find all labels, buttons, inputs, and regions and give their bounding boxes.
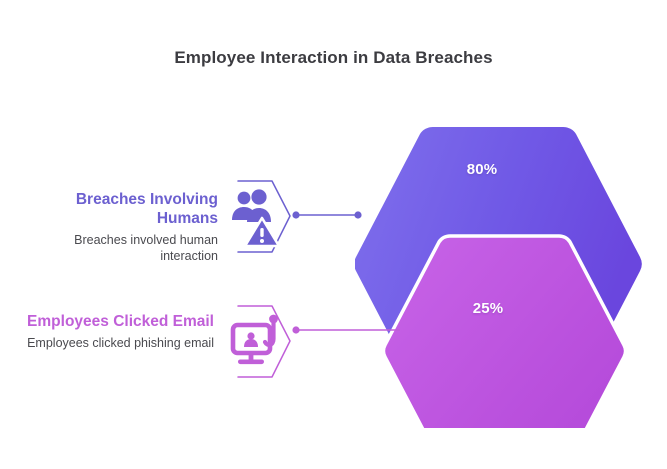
- monitor-person-body-icon: [244, 339, 258, 347]
- person-head-front-icon: [251, 189, 267, 205]
- label-group-breaches-involving-humans: Breaches Involving Humans Breaches invol…: [22, 190, 218, 264]
- label-description-2: Employees clicked phishing email: [27, 336, 214, 350]
- icon-hex-group-2[interactable]: [228, 303, 302, 381]
- hook-curve-icon: [262, 320, 276, 348]
- person-body-front-icon: [247, 208, 271, 222]
- hex-outline-icon-2: [237, 305, 291, 378]
- value-label-inner: 25%: [472, 300, 504, 317]
- label-heading-2: Employees Clicked Email: [27, 313, 214, 330]
- hex-outline-icon-1: [237, 180, 291, 253]
- monitor-base-icon: [238, 359, 264, 365]
- warning-exclamation-bar-icon: [260, 228, 264, 237]
- person-head-back-icon: [237, 191, 251, 205]
- label-group-employees-clicked-email: Employees Clicked Email Employees clicke…: [18, 312, 214, 351]
- inner-hexagon-25[interactable]: [381, 234, 628, 428]
- page-title: Employee Interaction in Data Breaches: [174, 48, 493, 67]
- monitor-person-head-icon: [247, 332, 255, 340]
- monitor-stand-icon: [248, 353, 254, 360]
- icon-hex-group-1[interactable]: [228, 178, 302, 256]
- value-label-outer: 80%: [466, 161, 498, 178]
- label-heading-1: Breaches Involving Humans: [75, 191, 218, 227]
- hexagon-chart: [355, 126, 642, 428]
- hook-eye-icon: [269, 314, 278, 324]
- label-description-1: Breaches involved human interaction: [74, 233, 218, 263]
- warning-exclamation-dot-icon: [260, 239, 264, 243]
